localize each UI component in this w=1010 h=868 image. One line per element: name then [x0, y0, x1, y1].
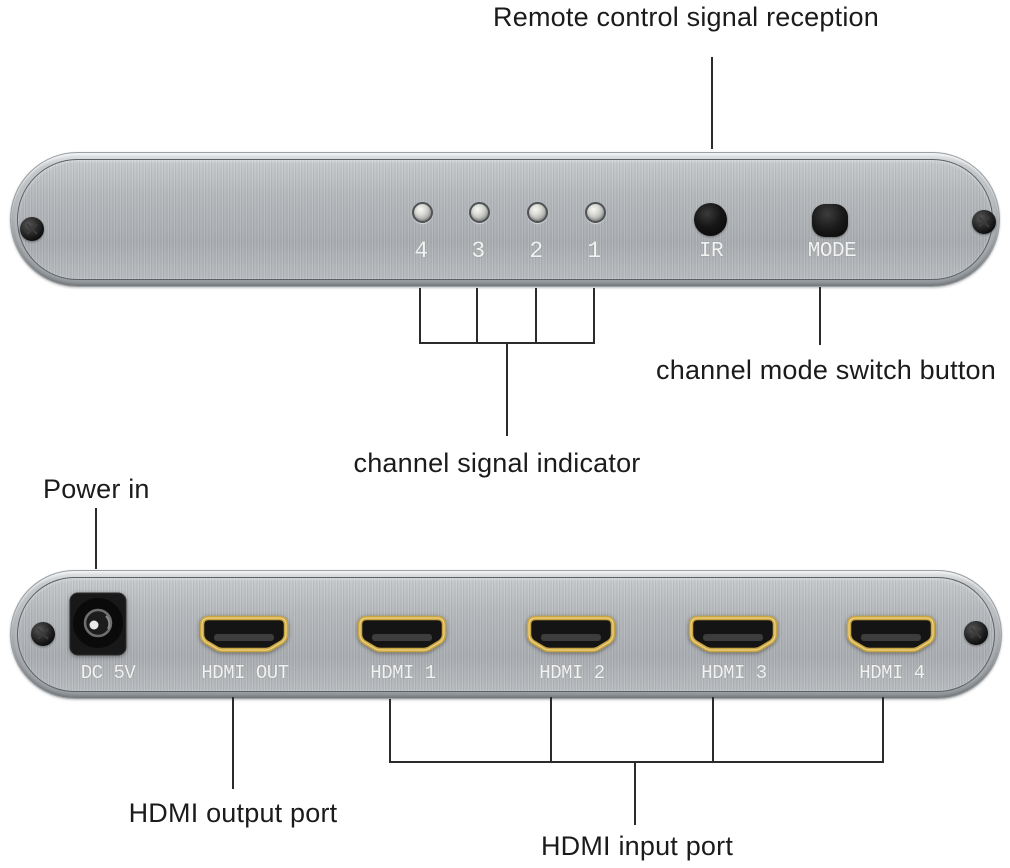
hdmi-port-label: HDMI OUT [201, 662, 289, 684]
mode-button [812, 204, 848, 237]
connector-bracket-leds [419, 342, 595, 344]
connector-line-input1 [389, 699, 391, 763]
channel-led-1 [585, 202, 606, 223]
ir-receiver-icon [694, 203, 727, 236]
hdmi-port-label: HDMI 1 [370, 662, 436, 684]
screw-icon [972, 210, 996, 234]
hdmi-port-3 [688, 615, 778, 653]
connector-line-mode [819, 287, 821, 345]
led-number-label: 4 [414, 238, 428, 264]
hdmi-port-1 [357, 615, 447, 653]
connector-line-output [232, 697, 234, 789]
connector-line-led3 [476, 288, 478, 344]
led-number-label: 2 [529, 238, 543, 264]
connector-line-led1 [593, 288, 595, 344]
mode-switch-label: channel mode switch button [656, 355, 996, 385]
power-in-label: Power in [43, 474, 150, 504]
signal-indicator-label: channel signal indicator [353, 448, 641, 478]
screw-icon [20, 217, 44, 241]
connector-line-input2 [550, 697, 552, 763]
led-number-label: 3 [471, 238, 485, 264]
rear-panel: DC 5V HDMI OUT HDMI 1 HDMI 2 HDMI 3 HDMI… [10, 570, 1002, 699]
hdmi-port-out [199, 615, 289, 653]
remote-reception-label: Remote control signal reception [493, 2, 879, 32]
connector-line-input3 [712, 697, 714, 763]
channel-led-3 [469, 202, 490, 223]
dc-power-jack [69, 592, 127, 656]
front-panel: 4 3 2 1 IR MODE [10, 152, 1000, 287]
connector-bracket-inputs [389, 761, 884, 763]
hdmi-port-label: HDMI 2 [539, 662, 605, 684]
connector-line-led2 [535, 288, 537, 344]
connector-stem-inputs [634, 763, 636, 825]
hdmi-port-label: HDMI 4 [859, 662, 925, 684]
led-number-label: 1 [587, 238, 601, 264]
screw-icon [964, 621, 988, 645]
connector-line-input4 [882, 697, 884, 763]
channel-led-4 [412, 202, 433, 223]
connector-line-power [95, 508, 97, 569]
channel-led-2 [527, 202, 548, 223]
dc-power-label: DC 5V [80, 662, 136, 684]
screw-icon [31, 622, 55, 646]
rear-panel-face [17, 577, 995, 692]
hdmi-port-2 [526, 615, 616, 653]
connector-line-ir [711, 57, 713, 149]
hdmi-output-label: HDMI output port [128, 798, 338, 828]
mode-label: MODE [807, 240, 857, 263]
hdmi-port-label: HDMI 3 [701, 662, 767, 684]
connector-line-led4 [419, 288, 421, 344]
connector-stem-leds [506, 344, 508, 436]
hdmi-port-4 [846, 615, 936, 653]
ir-label: IR [698, 240, 724, 263]
hdmi-input-label: HDMI input port [540, 831, 734, 861]
